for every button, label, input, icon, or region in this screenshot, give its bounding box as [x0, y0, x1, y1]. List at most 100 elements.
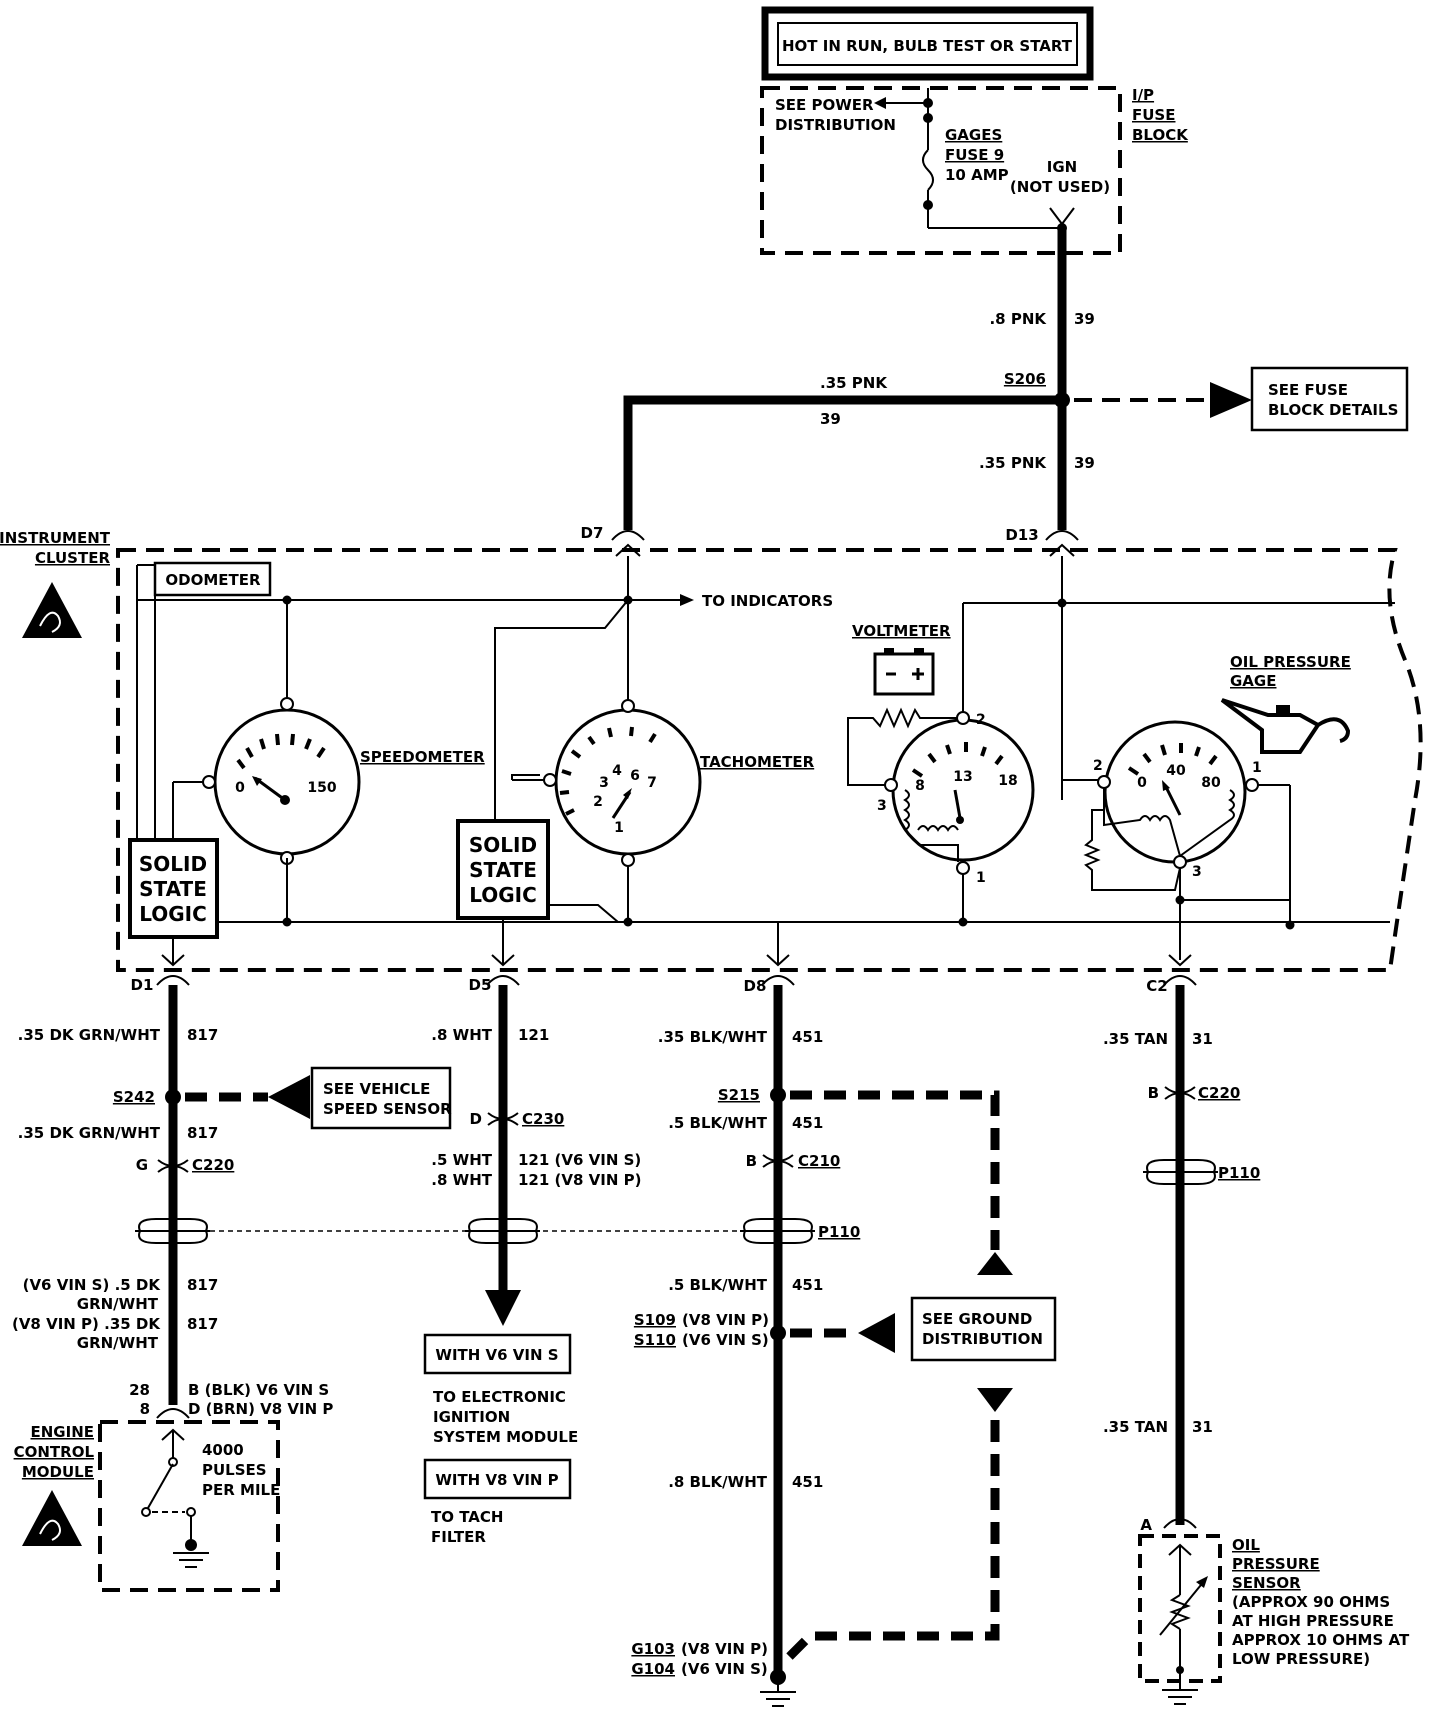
- see-vss-1: SEE VEHICLE: [323, 1080, 430, 1098]
- col4-c1: 31: [1192, 1030, 1213, 1048]
- see-fuse-2: BLOCK DETAILS: [1268, 401, 1398, 419]
- esd-warning-icon: [22, 582, 82, 638]
- col1-v6-3: (V8 VIN P) .35 DK: [12, 1315, 161, 1333]
- to-eism-1: TO ELECTRONIC: [433, 1388, 566, 1406]
- esd-warning-icon: [22, 1490, 82, 1546]
- solid-state-logic-1: [128, 838, 219, 939]
- voltmeter-gauge: 8 13 18 1 2 3: [847, 707, 1035, 922]
- to-eism-3: SYSTEM MODULE: [433, 1428, 578, 1446]
- oil-pin-1: 1: [1252, 760, 1262, 776]
- g104-note: (V6 VIN S): [681, 1660, 768, 1678]
- connector-p110: [1143, 1159, 1218, 1185]
- pnk35-label: .35 PNK: [820, 374, 888, 392]
- sensor-4: (APPROX 90 OHMS: [1232, 1593, 1390, 1611]
- col3-c2: 451: [792, 1114, 823, 1132]
- wire-39-to-d7: [623, 395, 1062, 530]
- see-vss-box: [310, 1066, 452, 1130]
- col2-w2b: .8 WHT: [431, 1171, 492, 1189]
- ssl2-line1: SOLID: [469, 833, 537, 857]
- ecm-label-2: CONTROL: [14, 1443, 95, 1461]
- tachometer-gauge: 1 2 3 4 6 7: [512, 699, 702, 922]
- fuse-label-1: GAGES: [945, 126, 1002, 144]
- tach-num-4: 4: [612, 763, 622, 779]
- speedometer-gauge: 0 150: [172, 697, 361, 922]
- arrow-icon: [268, 1075, 310, 1119]
- pulses-3: PER MILE: [202, 1481, 280, 1499]
- tach-num-1: 1: [614, 820, 624, 836]
- col2-w2a: .5 WHT: [431, 1151, 492, 1169]
- connector-c220: [1164, 1086, 1196, 1100]
- d5-label: D5: [469, 976, 492, 994]
- ssl1-line1: SOLID: [139, 852, 207, 876]
- wire-w1-circuit: 39: [1074, 310, 1095, 328]
- tachometer-label: TACHOMETER: [700, 753, 815, 771]
- pin-b: B (BLK) V6 VIN S: [188, 1381, 329, 1399]
- pin-8: 8: [140, 1400, 150, 1418]
- sensor-7: LOW PRESSURE): [1232, 1650, 1370, 1668]
- tach-num-2: 2: [593, 794, 603, 810]
- see-fuse-box: [1250, 366, 1409, 432]
- c220-label-2: C220: [1198, 1084, 1240, 1102]
- column-tach: D5 .8 WHT 121 D C230 .5 WHT .8 WHT 121 (…: [423, 918, 641, 1546]
- volt-pin-1: 1: [976, 870, 986, 886]
- s110-note: (V6 VIN S): [682, 1331, 769, 1349]
- ssl2-line3: LOGIC: [469, 883, 537, 907]
- g103-note: (V8 VIN P): [681, 1640, 768, 1658]
- fuse-label-2: FUSE 9: [945, 146, 1004, 164]
- sensor-6: APPROX 10 OHMS AT: [1232, 1631, 1410, 1649]
- col1-c4: 817: [187, 1315, 218, 1333]
- pulses-1: 4000: [202, 1441, 244, 1459]
- splice-s109: [770, 1325, 786, 1341]
- ssl2-line2: STATE: [469, 858, 537, 882]
- column-oil: C2 .35 TAN 31 B C220 P110 .35 TAN 31 A O…: [1103, 954, 1410, 1705]
- battery-icon: [873, 648, 935, 696]
- oil-pressure-gauge: 0 40 80 1 2 3: [1062, 720, 1291, 910]
- col2-w1: .8 WHT: [431, 1026, 492, 1044]
- ground-icon: [1162, 1689, 1198, 1705]
- connector-p110: [135, 1218, 210, 1244]
- col4-w2: .35 TAN: [1103, 1418, 1168, 1436]
- tach-num-6: 6: [630, 768, 640, 784]
- oil-gage-label-1: OIL PRESSURE: [1230, 653, 1351, 671]
- voltmeter-needle: [953, 789, 962, 819]
- see-ground-box: [910, 1296, 1057, 1362]
- s242-label: S242: [113, 1088, 155, 1106]
- col3-w1: .35 BLK/WHT: [658, 1028, 768, 1046]
- to-tach-1: TO TACH: [431, 1508, 503, 1526]
- connector-c210: [762, 1154, 794, 1168]
- col1-w1: .35 DK GRN/WHT: [18, 1026, 161, 1044]
- tach-num-3: 3: [599, 775, 609, 791]
- col3-c4: 451: [792, 1473, 823, 1491]
- with-v6-label: WITH V6 VIN S: [435, 1346, 558, 1364]
- connector-d7: D7: [581, 524, 645, 557]
- col4-p110: P110: [1218, 1164, 1260, 1182]
- col3-w4: .8 BLK/WHT: [668, 1473, 768, 1491]
- speedo-max: 150: [307, 780, 336, 796]
- ecm-label-1: ENGINE: [31, 1423, 95, 1441]
- oil-num-40: 40: [1166, 763, 1186, 779]
- oil-pin-2: 2: [1093, 758, 1103, 774]
- oil-num-80: 80: [1201, 775, 1221, 791]
- connector-c220: [157, 1159, 189, 1173]
- to-tach-2: FILTER: [431, 1528, 486, 1546]
- power-header-text: HOT IN RUN, BULB TEST OR START: [782, 37, 1073, 55]
- power-header: HOT IN RUN, BULB TEST OR START: [761, 6, 1094, 81]
- sensor-3: SENSOR: [1232, 1574, 1301, 1592]
- column-speed-sensor: D1 .35 DK GRN/WHT 817 S242 SEE VEHICLE S…: [12, 937, 745, 1592]
- arrow-icon: [977, 1252, 1013, 1275]
- sensor-5: AT HIGH PRESSURE: [1232, 1612, 1394, 1630]
- ground-icon: [173, 1552, 209, 1568]
- fuse-icon: [922, 149, 934, 191]
- ground-icon: [760, 1691, 796, 1707]
- col1-v6-1: (V6 VIN S) .5 DK: [23, 1276, 162, 1294]
- splice-s215: [770, 1087, 786, 1103]
- col3-w2: .5 BLK/WHT: [668, 1114, 768, 1132]
- see-fuse-1: SEE FUSE: [1268, 381, 1348, 399]
- arrow-icon: [1210, 382, 1252, 418]
- arrow-icon: [977, 1388, 1013, 1412]
- voltmeter-label: VOLTMETER: [852, 622, 951, 640]
- col4-b: B: [1148, 1084, 1159, 1102]
- connector-p110: [465, 1218, 540, 1244]
- c230-label: C230: [522, 1110, 564, 1128]
